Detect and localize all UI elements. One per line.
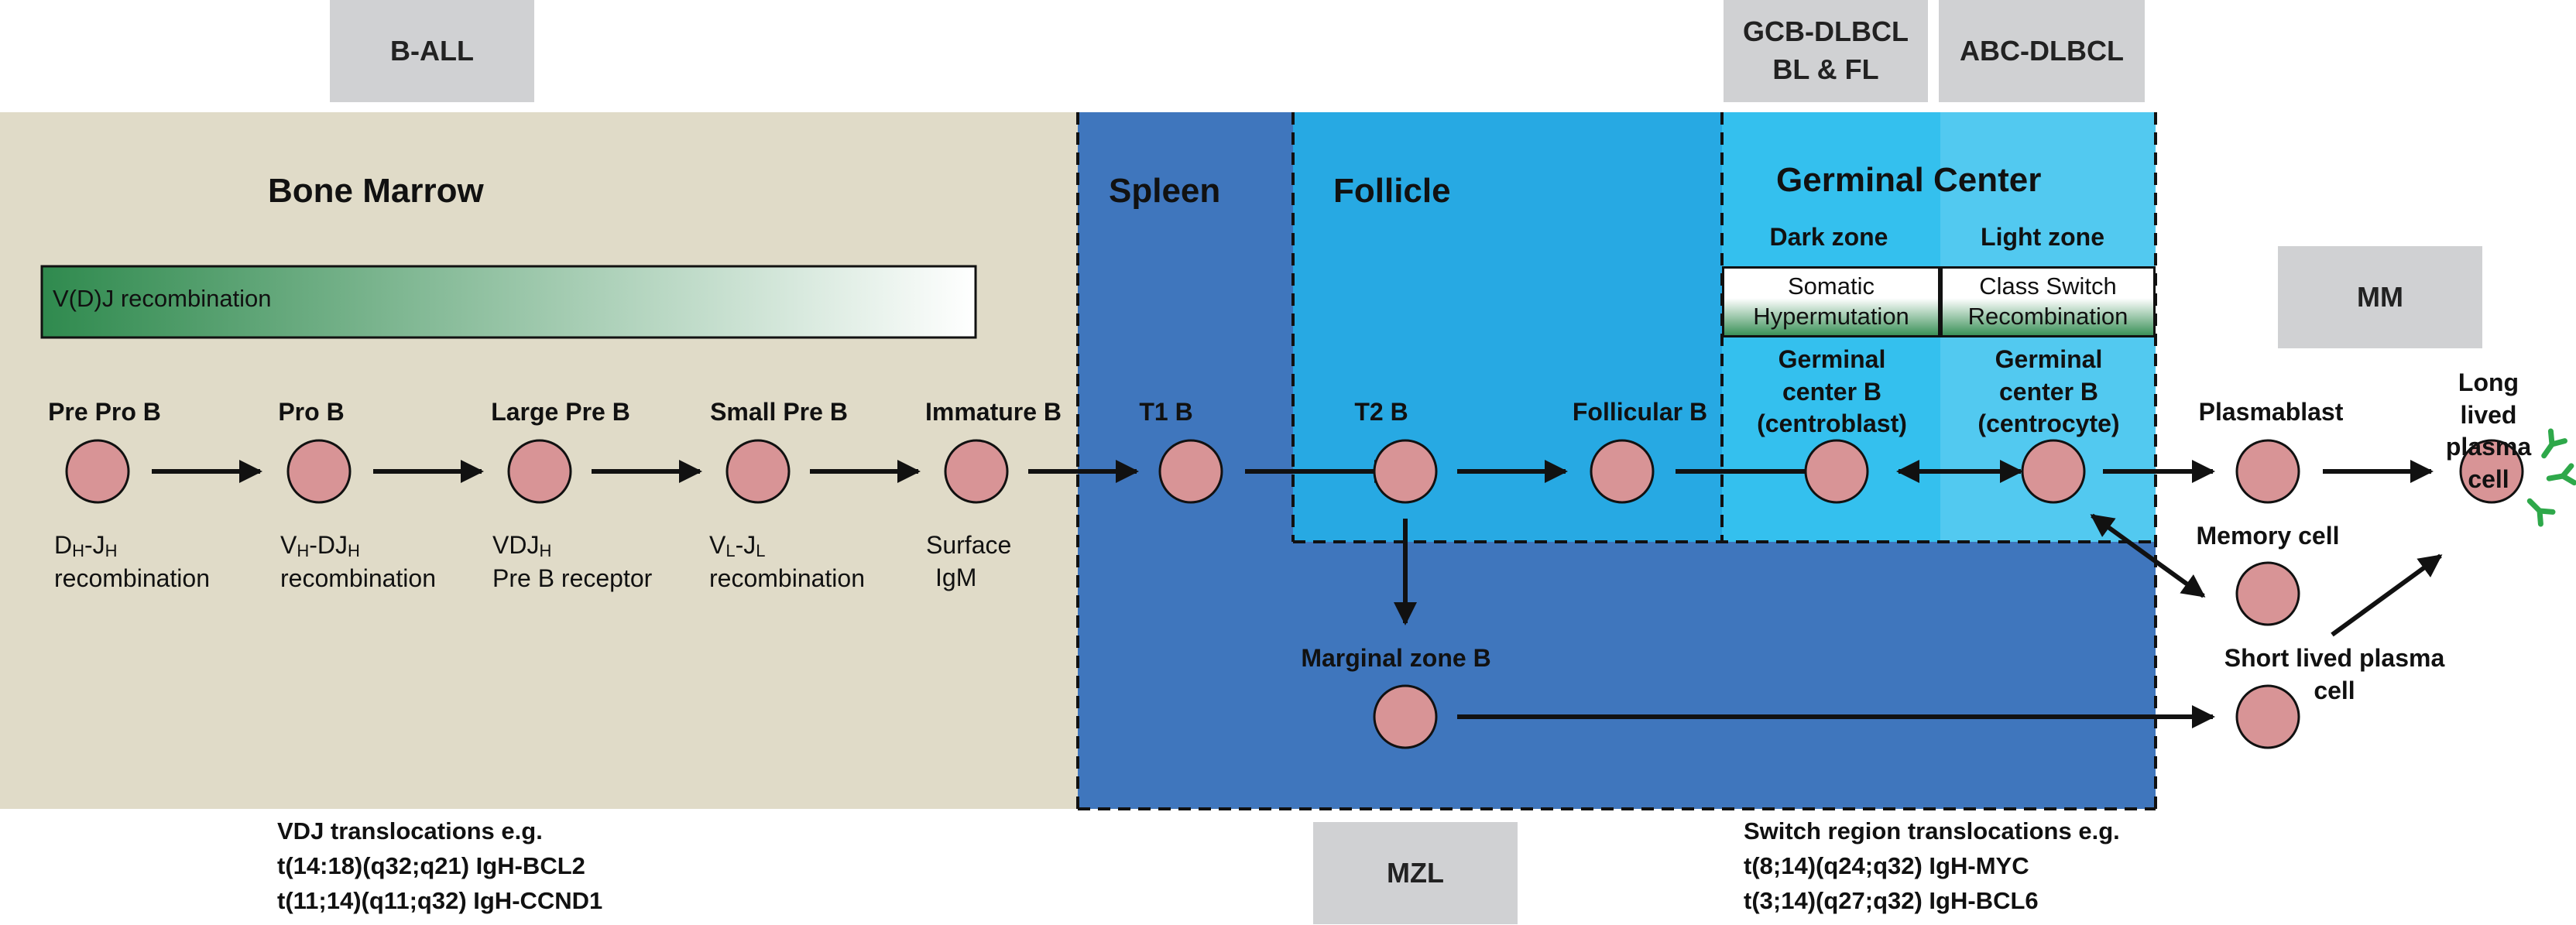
antibody-y-icon <box>2541 428 2567 459</box>
antibody-y-icon <box>2546 463 2576 486</box>
cell-gc-centroblast <box>1804 439 1869 504</box>
cell-t1 <box>1158 439 1223 504</box>
label-memory: Memory cell <box>2196 522 2340 550</box>
label-gc-centrocyte: Germinal center B (centrocyte) <box>1977 345 2120 438</box>
cell-gc-centrocyte <box>2021 439 2086 504</box>
sublabel-prepro: DH-JH recombination <box>54 531 210 592</box>
label-t2: T2 B <box>1354 398 1408 426</box>
dark-zone-label: Dark zone <box>1769 223 1888 251</box>
vdj-recombination-label: V(D)J recombination <box>53 285 272 312</box>
cell-plasmablast <box>2235 439 2300 504</box>
cells <box>65 439 2524 749</box>
label-follicular: Follicular B <box>1572 398 1708 426</box>
antibody-y-icon <box>2526 498 2556 527</box>
sublabel-small-pre: VL-JL recombination <box>709 531 865 592</box>
label-small-pre: Small Pre B <box>710 398 848 426</box>
sublabel-large-pre: VDJH Pre B receptor <box>492 531 653 592</box>
arrow-icon <box>2090 513 2206 598</box>
follicle-title: Follicle <box>1333 172 1451 210</box>
cell-pro <box>286 439 352 504</box>
sublabel-pro: VH-DJH recombination <box>280 531 436 592</box>
bone-marrow-title: Bone Marrow <box>268 172 484 210</box>
abc-dlbcl-box: ABC-DLBCL <box>1939 0 2145 102</box>
cell-marginal <box>1373 684 1438 749</box>
arrows <box>152 460 2443 728</box>
vdj-translocations-note: VDJ translocations e.g. t(14:18)(q32;q21… <box>277 817 603 914</box>
light-zone-label: Light zone <box>1981 223 2104 251</box>
label-short-lived: Short lived plasma cell <box>2224 644 2445 704</box>
shm-box-bg <box>1722 266 1940 337</box>
label-pro: Pro B <box>278 398 345 426</box>
germinal-center-title: Germinal Center <box>1776 161 2042 199</box>
label-marginal: Marginal zone B <box>1301 644 1491 672</box>
somatic-hypermutation-box: Somatic Hypermutation <box>1722 266 1940 337</box>
arrow-icon <box>2331 553 2443 637</box>
cell-prepro <box>65 439 130 504</box>
mzl-box: MZL <box>1313 822 1518 924</box>
label-plasmablast: Plasmablast <box>2198 398 2344 426</box>
label-large-pre: Large Pre B <box>491 398 630 426</box>
switch-translocations-note: Switch region translocations e.g. t(8;14… <box>1744 817 2120 914</box>
dashed-borders <box>1076 112 2157 810</box>
cell-long-lived <box>2459 439 2524 504</box>
vdj-recombination-bar <box>40 265 977 339</box>
label-long-lived: Long lived plasma cell <box>2445 368 2532 493</box>
label-prepro: Pre Pro B <box>48 398 161 426</box>
cell-short-lived <box>2235 684 2300 749</box>
gcb-dlbcl-box: GCB-DLBCL BL & FL <box>1724 0 1928 102</box>
antibodies <box>2526 428 2576 527</box>
mm-box: MM <box>2278 246 2482 348</box>
label-gc-centroblast: Germinal center B (centroblast) <box>1757 345 1907 438</box>
b-all-box: B-ALL <box>330 0 534 102</box>
label-immature: Immature B <box>924 398 1062 426</box>
cell-follicular <box>1590 439 1655 504</box>
sublabel-immature: Surface IgM <box>926 531 1012 591</box>
cell-memory <box>2235 561 2300 626</box>
label-t1: T1 B <box>1139 398 1193 426</box>
class-switch-recombination-box: Class Switch Recombination <box>1940 266 2156 337</box>
csr-box-bg <box>1940 266 2156 337</box>
cell-immature <box>944 439 1009 504</box>
spleen-title: Spleen <box>1109 172 1221 210</box>
cell-small-pre <box>725 439 791 504</box>
cell-t2 <box>1373 439 1438 504</box>
cell-large-pre <box>507 439 572 504</box>
